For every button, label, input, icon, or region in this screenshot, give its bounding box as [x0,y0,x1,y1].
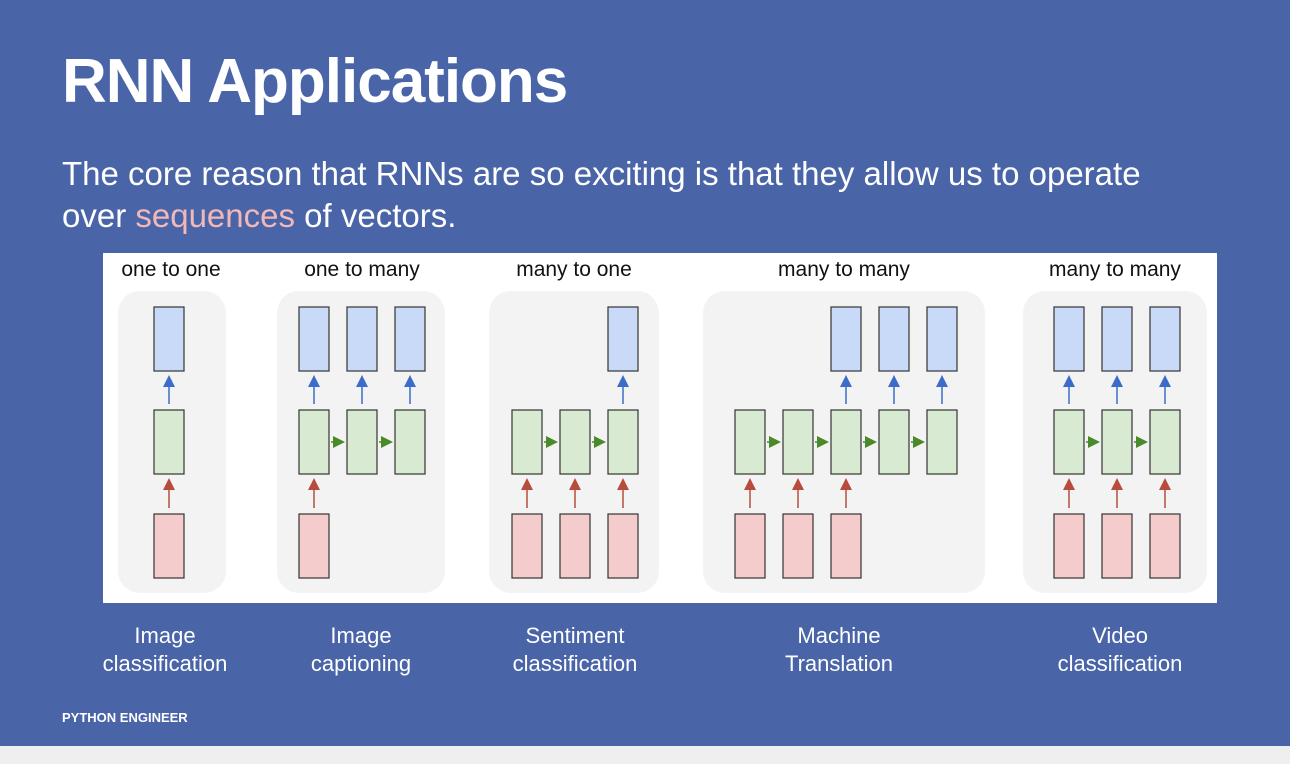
panel-label: many to many [1049,258,1181,281]
slide-title: RNN Applications [62,47,568,116]
caption-video-classification: Video classification [1055,622,1185,678]
hidden-state [607,409,639,475]
input-vector [830,513,862,579]
caption-line: classification [102,651,228,676]
rnn-diagram: one to one one to many many to one many to … [118,258,1207,593]
hidden-state [559,409,591,475]
output-vector [607,306,639,372]
output-vector [830,306,862,372]
panel-label: one to many [304,258,420,281]
output-vector [1149,306,1181,372]
hidden-state [298,409,330,475]
hidden-state [1149,409,1181,475]
rnn-panel-2: one to many [277,258,445,593]
input-vector [607,513,639,579]
hidden-state [782,409,814,475]
output-vector [926,306,958,372]
hidden-state [1053,409,1085,475]
hidden-state [734,409,766,475]
rnn-panel-1: one to one [118,258,226,593]
input-vector [1149,513,1181,579]
caption-line: Translation [784,651,893,676]
rnn-panel-4: many to many [703,258,985,593]
rnn-panel-5: many to many [1023,258,1207,593]
subtitle-highlight: sequences [135,197,295,234]
output-vector [346,306,378,372]
caption-line: classification [512,651,638,676]
output-vector [153,306,185,372]
output-vector [394,306,426,372]
bottom-strip [0,746,1290,764]
hidden-state [830,409,862,475]
input-vector [559,513,591,579]
panel-label: many to many [778,258,910,281]
brand-label: PYTHON ENGINEER [62,710,188,725]
subtitle-text-end: of vectors. [295,197,457,234]
caption-line: Sentiment [525,623,625,648]
caption-line: captioning [310,651,412,676]
input-vector [1101,513,1133,579]
caption-line: Image [330,623,392,648]
caption-line: Image [134,623,196,648]
input-vector [298,513,330,579]
hidden-state [926,409,958,475]
caption-line: Video [1092,623,1148,648]
hidden-state [153,409,185,475]
output-vector [878,306,910,372]
hidden-state [878,409,910,475]
caption-image-captioning: Image captioning [296,622,426,678]
rnn-diagram-panel: one to one one to many many to one many to … [103,253,1217,603]
caption-image-classification: Image classification [100,622,230,678]
input-vector [153,513,185,579]
slide: RNN Applications The core reason that RN… [0,0,1290,746]
subtitle-text-start: The core reason that RNNs are so excitin… [62,155,1141,234]
panel-label: one to one [121,258,220,281]
rnn-panel-3: many to one [489,258,659,593]
input-vector [511,513,543,579]
caption-machine-translation: Machine Translation [774,622,904,678]
output-vector [1053,306,1085,372]
input-vector [1053,513,1085,579]
caption-sentiment-classification: Sentiment classification [505,622,645,678]
slide-subtitle: The core reason that RNNs are so excitin… [62,153,1182,237]
panel-label: many to one [516,258,632,281]
output-vector [298,306,330,372]
hidden-state [511,409,543,475]
caption-line: classification [1057,651,1183,676]
input-vector [782,513,814,579]
hidden-state [346,409,378,475]
caption-line: Machine [797,623,881,648]
input-vector [734,513,766,579]
hidden-state [1101,409,1133,475]
output-vector [1101,306,1133,372]
hidden-state [394,409,426,475]
